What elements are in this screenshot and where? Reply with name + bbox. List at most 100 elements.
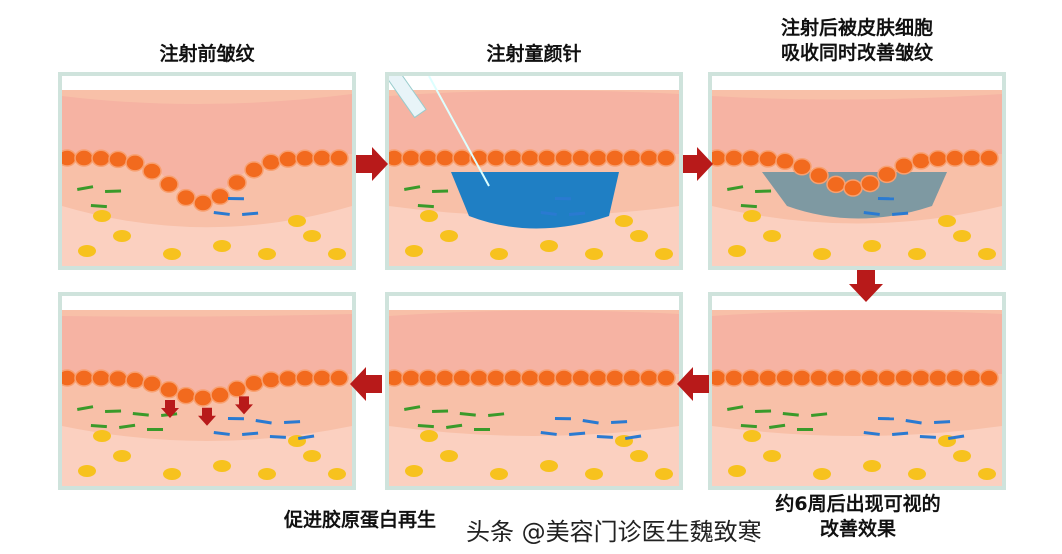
- skin-cell: [261, 371, 281, 389]
- skin-cell: [571, 149, 591, 167]
- skin-cell: [979, 369, 999, 387]
- collagen-fiber: [147, 428, 163, 431]
- skin-cell: [911, 152, 931, 170]
- skin-cell: [486, 369, 506, 387]
- skin-cell: [724, 149, 744, 167]
- collagen-fiber: [269, 434, 286, 439]
- surface: [389, 296, 679, 310]
- skin-cell: [329, 369, 349, 387]
- skin-cell: [588, 369, 608, 387]
- skin-cell: [622, 149, 642, 167]
- panel-before-injection: [58, 72, 356, 270]
- panel-absorption: [708, 72, 1006, 270]
- skin-cell: [571, 369, 591, 387]
- fat-cell: [953, 230, 971, 242]
- collagen-fiber: [77, 405, 94, 411]
- skin-cell: [389, 369, 404, 387]
- skin-cell: [142, 162, 162, 180]
- skin-cell: [775, 152, 795, 171]
- skin-cell: [656, 369, 676, 387]
- skin-diagram: [712, 76, 1002, 266]
- fat-cell: [630, 230, 648, 242]
- skin-cell: [176, 386, 196, 405]
- skin-cell: [928, 150, 948, 168]
- skin-cell: [945, 149, 965, 167]
- skin-cell: [176, 188, 196, 207]
- skin-cell: [639, 369, 659, 387]
- skin-cell: [843, 179, 863, 197]
- skin-diagram: [389, 296, 679, 486]
- collagen-fiber: [811, 412, 828, 417]
- skin-cell: [928, 369, 948, 387]
- collagen-fiber: [740, 424, 757, 429]
- skin-cell: [520, 369, 540, 387]
- skin-cell: [435, 369, 455, 387]
- collagen-fiber: [797, 428, 813, 431]
- fat-cell: [953, 450, 971, 462]
- fat-cell: [978, 248, 996, 260]
- collagen-fiber: [582, 418, 599, 425]
- collagen-fiber: [863, 211, 880, 216]
- skin-diagram: [389, 76, 679, 266]
- surface: [712, 296, 1002, 310]
- collagen-fiber: [554, 197, 571, 201]
- collagen-fiber: [417, 424, 434, 429]
- arrow-down-icon: [235, 396, 253, 415]
- fat-cell: [405, 245, 423, 257]
- fat-cell: [813, 248, 831, 260]
- skin-cell: [125, 371, 145, 389]
- collagen-fiber: [227, 417, 244, 421]
- collagen-fiber: [611, 420, 628, 424]
- skin-cell: [554, 369, 574, 387]
- collagen-fiber: [624, 434, 642, 440]
- collagen-fiber: [445, 423, 463, 429]
- surface: [62, 296, 352, 310]
- collagen-fiber: [892, 211, 909, 216]
- skin-cell: [401, 369, 421, 387]
- skin-cell: [244, 161, 264, 179]
- skin-cell: [193, 194, 213, 212]
- skin-cell: [125, 154, 145, 172]
- collagen-fiber: [90, 204, 107, 209]
- collagen-fiber: [488, 412, 505, 417]
- fat-cell: [113, 230, 131, 242]
- skin-cell: [503, 369, 523, 387]
- fat-cell: [113, 450, 131, 462]
- fat-cell: [728, 465, 746, 477]
- skin-cell: [962, 149, 982, 167]
- skin-cell: [741, 369, 761, 387]
- skin-cell: [877, 165, 897, 184]
- fat-cell: [978, 468, 996, 480]
- skin-cell: [418, 149, 438, 167]
- fat-cell: [163, 248, 181, 260]
- skin-cell: [639, 149, 659, 167]
- skin-cell: [469, 369, 489, 387]
- skin-cell: [724, 369, 744, 387]
- fat-layer: [712, 426, 1002, 486]
- skin-cell: [312, 149, 332, 167]
- skin-cell: [860, 369, 880, 387]
- collagen-fiber: [727, 185, 744, 191]
- skin-cell: [712, 149, 727, 167]
- collagen-fiber: [877, 417, 894, 421]
- collagen-fiber: [284, 420, 301, 424]
- collagen-fiber: [569, 431, 586, 436]
- fat-cell: [78, 465, 96, 477]
- skin-cell: [554, 149, 574, 167]
- collagen-fiber: [919, 434, 936, 439]
- collagen-fiber: [727, 405, 744, 411]
- step1-title: 注射前皱纹: [159, 43, 255, 65]
- fat-cell: [763, 450, 781, 462]
- skin-cell: [312, 369, 332, 387]
- step2-title: 注射童颜针: [486, 43, 582, 65]
- fat-cell: [258, 468, 276, 480]
- fat-cell: [78, 245, 96, 257]
- fat-layer: [62, 426, 352, 486]
- skin-cell: [452, 369, 472, 387]
- collagen-fiber: [947, 434, 965, 440]
- fat-cell: [93, 210, 111, 222]
- skin-cell: [894, 157, 914, 175]
- fat-cell: [615, 215, 633, 227]
- skin-cell: [159, 380, 179, 399]
- panel-injection: [385, 72, 683, 270]
